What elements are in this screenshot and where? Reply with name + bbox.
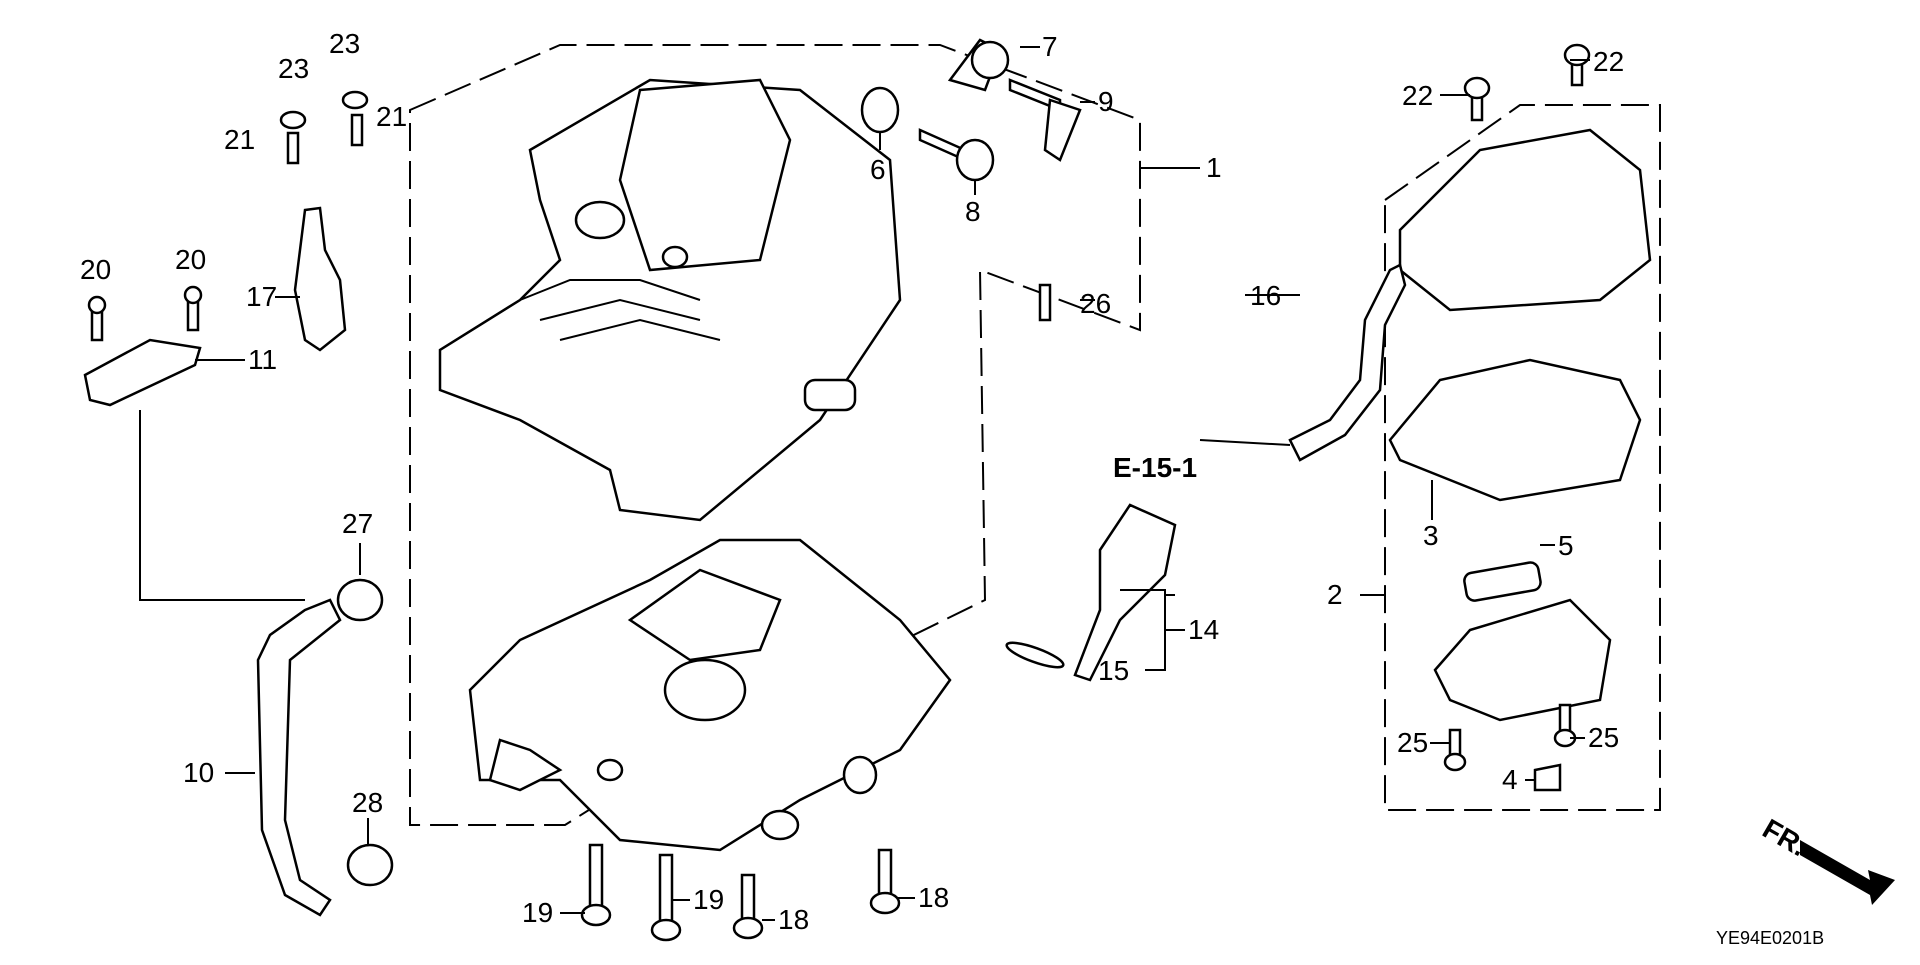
head-cover-drawing xyxy=(1388,128,1652,792)
callout-28[interactable]: 28 xyxy=(352,787,384,818)
callout-4[interactable]: 4 xyxy=(1502,764,1518,795)
callout-18b[interactable]: 18 xyxy=(918,882,950,913)
callout-11[interactable]: 11 xyxy=(248,344,278,375)
callout-25a[interactable]: 25 xyxy=(1397,727,1429,758)
callout-21a[interactable]: 21 xyxy=(224,124,256,155)
callout-10[interactable]: 10 xyxy=(183,757,215,788)
callout-5[interactable]: 5 xyxy=(1558,530,1574,561)
callout-6[interactable]: 6 xyxy=(870,154,886,185)
diagram-reference-code: YE94E0201B xyxy=(1716,928,1825,948)
clamp-27-drawing xyxy=(336,578,384,622)
callout-21b[interactable]: 21 xyxy=(376,101,408,132)
callout-22a[interactable]: 22 xyxy=(1402,80,1434,111)
clamp-28-drawing xyxy=(346,843,394,887)
group-1-boundary xyxy=(409,44,1141,826)
callout-25b[interactable]: 25 xyxy=(1588,722,1620,753)
callout-20a[interactable]: 20 xyxy=(80,254,112,285)
bolts-drawing xyxy=(87,43,1591,942)
front-direction-arrow xyxy=(1800,840,1895,905)
callout-20b[interactable]: 20 xyxy=(175,244,207,275)
spark-plug-drawing xyxy=(293,206,347,352)
callout-2[interactable]: 2 xyxy=(1327,579,1343,610)
callout-8[interactable]: 8 xyxy=(965,196,981,227)
callout-23b[interactable]: 23 xyxy=(329,28,361,59)
group-2-boundary xyxy=(1384,104,1661,811)
callout-22b[interactable]: 22 xyxy=(1593,46,1625,77)
leader-lines xyxy=(139,46,1590,921)
hose-16-drawing xyxy=(1288,263,1407,462)
o-ring-15-drawing xyxy=(1005,641,1065,669)
callout-16[interactable]: 16 xyxy=(1250,280,1282,311)
dipstick-14-drawing xyxy=(1073,503,1177,682)
callout-27[interactable]: 27 xyxy=(342,508,374,539)
callout-19b[interactable]: 19 xyxy=(693,884,725,915)
hose-10-drawing xyxy=(256,598,342,917)
callout-14[interactable]: 14 xyxy=(1188,614,1220,645)
callout-1[interactable]: 1 xyxy=(1206,152,1222,183)
cross-reference-label[interactable]: E-15-1 xyxy=(1113,452,1198,483)
cylinder-block-drawing xyxy=(438,78,902,522)
callout-7[interactable]: 7 xyxy=(1042,31,1058,62)
plate-11-drawing xyxy=(83,338,202,407)
callout-9[interactable]: 9 xyxy=(1098,86,1114,117)
callout-18a[interactable]: 18 xyxy=(778,904,810,935)
callout-23a[interactable]: 23 xyxy=(278,53,310,84)
callout-15[interactable]: 15 xyxy=(1098,655,1130,686)
crankcase-drawing xyxy=(468,538,952,852)
rocker-parts-drawing xyxy=(860,38,1082,182)
callout-3[interactable]: 3 xyxy=(1423,520,1439,551)
callout-26[interactable]: 26 xyxy=(1080,288,1112,319)
callout-17[interactable]: 17 xyxy=(246,281,278,312)
callout-19a[interactable]: 19 xyxy=(522,897,554,928)
